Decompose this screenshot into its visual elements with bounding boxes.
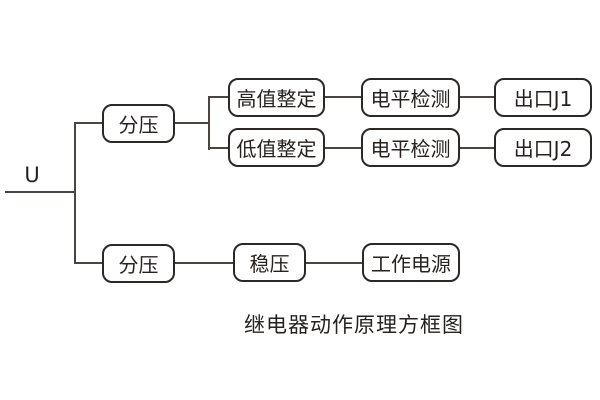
- block-working-power: 工作电源: [362, 243, 460, 282]
- block-level-detect-1: 电平检测: [361, 78, 460, 117]
- trunk-vertical-line: [74, 122, 76, 264]
- connector-high-setting-to-level-detect-1: [324, 96, 362, 98]
- branch-vertical-line: [208, 96, 210, 150]
- block-output-j2: 出口J2: [494, 128, 592, 167]
- connector-trunk-to-divider-top: [75, 122, 103, 124]
- connector-level-detect-2-to-output-j2: [459, 147, 495, 149]
- input-voltage-label: U: [24, 163, 40, 187]
- block-level-detect-2: 电平检测: [361, 128, 460, 167]
- diagram-caption: 继电器动作原理方框图: [244, 313, 464, 337]
- connector-branch-to-low-setting: [209, 147, 229, 149]
- connector-trunk-to-divider-bottom: [74, 262, 103, 264]
- connector-branch-to-high-setting: [209, 96, 229, 98]
- input-line: [5, 191, 76, 193]
- connector-divider-bottom-to-voltage-reg: [174, 262, 234, 264]
- connector-level-detect-1-to-output-j1: [459, 96, 495, 98]
- connector-low-setting-to-level-detect-2: [324, 147, 362, 149]
- block-voltage-reg: 稳压: [233, 243, 306, 282]
- connector-voltage-reg-to-working-power: [305, 262, 363, 264]
- block-output-j1: 出口J1: [494, 78, 592, 117]
- block-divider-bottom: 分压: [102, 244, 175, 283]
- block-low-setting: 低值整定: [228, 128, 325, 167]
- block-high-setting: 高值整定: [228, 78, 325, 117]
- block-divider-top: 分压: [102, 104, 175, 143]
- connector-divider-top-to-branch: [174, 122, 210, 124]
